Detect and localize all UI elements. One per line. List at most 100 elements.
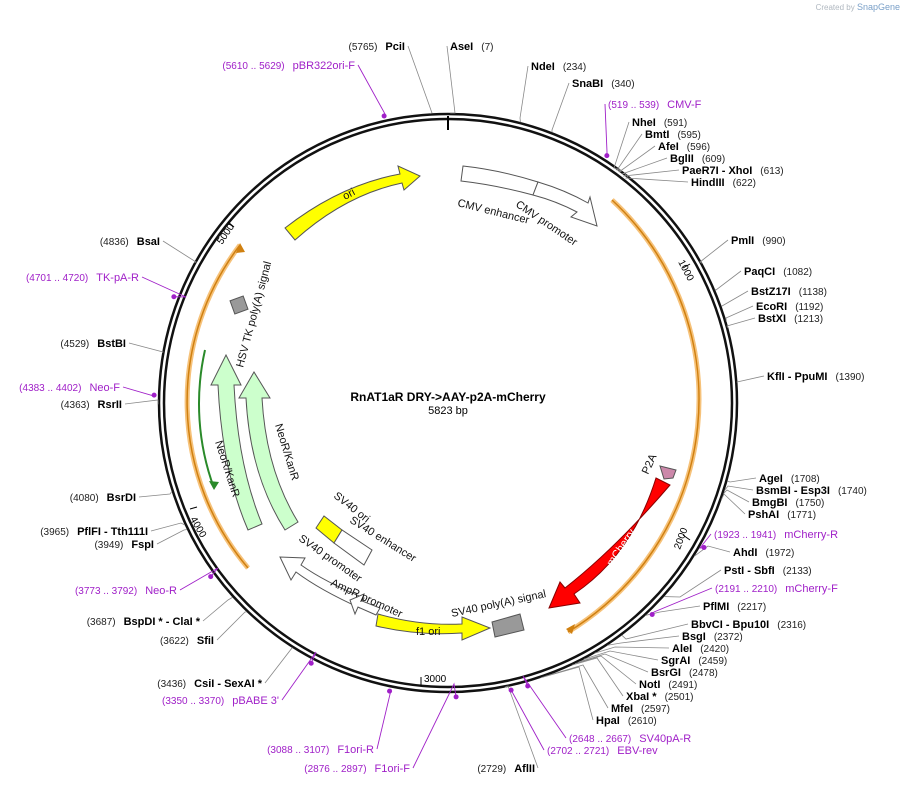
enzyme-label[interactable]: SnaBI(340)	[572, 78, 635, 90]
enzyme-leader	[621, 623, 689, 640]
enzyme-name: PaeR7I - XhoI	[682, 165, 752, 177]
primer-label[interactable]: (2648 .. 2667)SV40pA-R	[569, 733, 691, 745]
primer-label[interactable]: (1923 .. 1941)mCherry-R	[714, 529, 838, 541]
enzyme-position: (613)	[760, 166, 783, 177]
enzyme-label[interactable]: (3622)SfiI	[160, 635, 214, 647]
enzyme-position: (340)	[611, 79, 634, 90]
enzyme-label[interactable]: EcoRI(1192)	[756, 301, 823, 313]
primer-marker	[308, 660, 314, 666]
sv40-polya-label: SV40 poly(A) signal	[450, 588, 547, 620]
enzyme-position: (1771)	[787, 510, 816, 521]
enzyme-label[interactable]: BsmBI - Esp3I(1740)	[756, 485, 867, 497]
primer-label[interactable]: (2702 .. 2721) EBV-rev	[547, 745, 658, 757]
enzyme-label[interactable]: PaqCI(1082)	[744, 266, 812, 278]
green-arc	[198, 349, 215, 489]
enzyme-label[interactable]: MfeI(2597)	[611, 703, 670, 715]
enzyme-label[interactable]: SgrAI(2459)	[661, 655, 727, 667]
primer-range: (2702 .. 2721)	[547, 746, 609, 757]
primer-leader	[509, 687, 545, 751]
enzyme-name: BstXI	[758, 313, 786, 325]
enzyme-position: (1390)	[836, 372, 865, 383]
primer-label[interactable]: (3088 .. 3107)F1ori-R	[267, 744, 374, 756]
enzyme-leader	[736, 375, 765, 383]
enzyme-label[interactable]: HpaI(2610)	[596, 715, 657, 727]
hsv-tk-label: HSV TK poly(A) signal	[234, 260, 274, 369]
enzyme-leader	[720, 290, 749, 307]
enzyme-label[interactable]: PstI - SbfI(2133)	[724, 565, 812, 577]
enzyme-label[interactable]: (4529)BstBI	[60, 338, 126, 350]
enzyme-label[interactable]: HindIII(622)	[691, 177, 756, 189]
enzyme-label[interactable]: AhdI(1972)	[733, 547, 794, 559]
enzyme-label[interactable]: AfeI(596)	[658, 141, 710, 153]
tick-1000-mark	[682, 263, 691, 269]
enzyme-label[interactable]: BmgBI(1750)	[752, 497, 824, 509]
enzyme-name: EcoRI	[756, 301, 787, 313]
primer-label[interactable]: (5610 .. 5629)pBR322ori-F	[222, 60, 355, 72]
primer-label[interactable]: (4701 .. 4720)TK-pA-R	[26, 272, 139, 284]
enzyme-name: BspDI * - ClaI *	[124, 616, 201, 628]
enzyme-label[interactable]: (3687)BspDI * - ClaI *	[87, 616, 201, 628]
enzyme-leader	[128, 342, 164, 353]
snapgene-brand: SnapGene	[856, 2, 900, 12]
enzyme-name: BsrDI	[107, 492, 136, 504]
enzyme-position: (2729)	[477, 764, 506, 775]
enzyme-label[interactable]: (3965)PflFI - Tth111I	[40, 526, 148, 538]
primer-label[interactable]: (2191 .. 2210)mCherry-F	[715, 583, 838, 595]
enzyme-label[interactable]: AseI(7)	[450, 41, 493, 53]
primer-label[interactable]: (3773 .. 3792)Neo-R	[75, 585, 177, 597]
enzyme-name: XbaI *	[626, 691, 657, 703]
enzyme-leader	[124, 399, 159, 405]
enzyme-label[interactable]: (5765)PciI	[349, 41, 405, 53]
enzyme-leader	[138, 491, 173, 498]
primer-name: CMV-F	[667, 99, 702, 111]
enzyme-label[interactable]: BstZ17I(1138)	[751, 286, 827, 298]
site-labels: (5765)PciI AseI(7) NdeI(234) SnaBI(340) NheI…	[19, 41, 867, 775]
enzyme-label[interactable]: (4363)RsrII	[61, 399, 122, 411]
primer-label[interactable]: (3350 .. 3370)pBABE 3'	[162, 695, 279, 707]
enzyme-label[interactable]: PmlI(990)	[731, 235, 786, 247]
enzyme-label[interactable]: NheI(591)	[632, 117, 687, 129]
enzyme-position: (4080)	[70, 493, 99, 504]
enzyme-label[interactable]: NotI(2491)	[639, 679, 697, 691]
enzyme-label[interactable]: (3949)FspI	[94, 539, 154, 551]
primer-name: EBV-rev	[617, 745, 658, 757]
enzyme-label[interactable]: BmtI(595)	[645, 129, 701, 141]
enzyme-label[interactable]: PflMI(2217)	[703, 601, 766, 613]
sv40-polya-feature	[491, 613, 525, 638]
enzyme-label[interactable]: (4080) BsrDI	[70, 492, 136, 504]
enzyme-position: (2478)	[689, 668, 718, 679]
enzyme-name: BmgBI	[752, 497, 787, 509]
enzyme-label[interactable]: PaeR7I - XhoI (613)	[682, 165, 784, 177]
enzyme-leader	[519, 65, 529, 123]
enzyme-label[interactable]: BbvCI - Bpu10I(2316)	[691, 619, 806, 631]
enzyme-label[interactable]: XbaI *(2501)	[626, 691, 693, 703]
enzyme-label[interactable]: BsgI(2372)	[682, 631, 743, 643]
enzyme-label[interactable]: NdeI(234)	[531, 61, 586, 73]
primer-marker	[604, 153, 610, 159]
primer-label[interactable]: (519 .. 539)CMV-F	[608, 99, 702, 111]
primer-label[interactable]: (2876 .. 2897)F1ori-F	[304, 763, 410, 775]
enzyme-label[interactable]: BglII(609)	[670, 153, 725, 165]
enzyme-label[interactable]: KflI - PpuMI(1390)	[767, 371, 864, 383]
enzyme-label[interactable]: AleI(2420)	[672, 643, 729, 655]
enzyme-leader	[721, 493, 746, 515]
enzyme-label[interactable]: (2729)AflII	[477, 763, 535, 775]
tick-5000-mark	[227, 221, 235, 228]
enzyme-name: BstBI	[97, 338, 126, 350]
sv40-promoter-feature	[279, 556, 365, 609]
primer-name: TK-pA-R	[96, 272, 139, 284]
enzyme-label[interactable]: PshAI(1771)	[748, 509, 816, 521]
enzyme-label[interactable]: (4836)BsaI	[100, 236, 160, 248]
primer-marker	[525, 683, 531, 689]
primer-marker	[453, 694, 459, 700]
enzyme-name: BsgI	[682, 631, 706, 643]
enzyme-leader	[575, 655, 637, 685]
enzyme-label[interactable]: BsrGI(2478)	[651, 667, 718, 679]
primer-range: (2191 .. 2210)	[715, 584, 777, 595]
enzyme-label[interactable]: BstXI(1213)	[758, 313, 823, 325]
enzyme-name: BbvCI - Bpu10I	[691, 619, 769, 631]
primer-label[interactable]: (4383 .. 4402)Neo-F	[19, 382, 120, 394]
created-by: Created by SnapGene	[816, 2, 900, 12]
enzyme-label[interactable]: AgeI(1708)	[759, 473, 820, 485]
enzyme-label[interactable]: (3436)CsiI - SexAI *	[157, 678, 262, 690]
